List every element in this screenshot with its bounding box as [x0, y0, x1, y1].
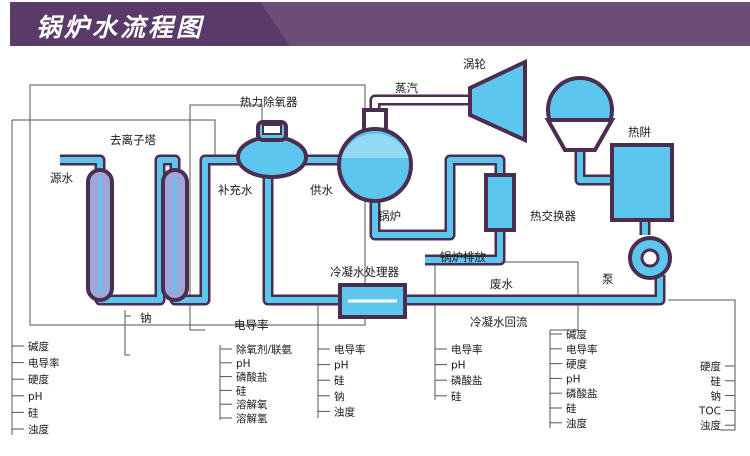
turbine-body — [468, 58, 527, 144]
pump-impeller — [640, 248, 660, 268]
turbine — [468, 58, 527, 144]
list-item-source: pH — [28, 391, 43, 403]
boiler-vessel — [337, 108, 413, 203]
list-item-source: 硅 — [28, 406, 39, 419]
boiler-water-level — [341, 133, 409, 158]
line-return — [668, 299, 736, 431]
hot-well-tank — [610, 143, 674, 222]
label-source-water: 源水 — [50, 171, 73, 185]
list-item-source: 碱度 — [28, 340, 49, 353]
label-waste-water: 废水 — [490, 277, 513, 291]
pipe-steam-outline — [369, 94, 470, 130]
list-item-blowdown: 电导率 — [451, 343, 483, 356]
label-steam: 蒸汽 — [395, 81, 418, 95]
label-blowdown: 锅炉排放 — [440, 250, 486, 264]
list-item-boiler: 碱度 — [566, 328, 587, 341]
list-item-source: 浊度 — [28, 423, 49, 436]
condenser — [544, 76, 616, 152]
pipe-exchanger-out — [425, 228, 503, 263]
list-item-return: TOC — [698, 405, 721, 417]
list-item-blowdown: pH — [451, 360, 466, 372]
list-item-deaerator: 硅 — [236, 384, 247, 397]
title-banner — [10, 2, 750, 46]
list-item-return: 硅 — [711, 375, 722, 388]
list-item-condensate-treater: 电导率 — [334, 343, 366, 356]
pipe-boiler — [372, 157, 503, 238]
list-item-deaerator: pH — [236, 358, 251, 370]
list-item-boiler: pH — [566, 373, 581, 385]
banner-background — [10, 2, 750, 46]
boiler-drum — [337, 127, 413, 203]
label-boiler: 锅炉 — [378, 209, 401, 223]
label-deaerator: 热力除氧器 — [240, 95, 298, 109]
list-item-condensate-treater: 钠 — [334, 390, 345, 403]
condensate-treater — [338, 283, 407, 319]
list-item-boiler: 磷酸盐 — [566, 387, 598, 400]
list-item-source: 硬度 — [28, 373, 49, 386]
label-hot-well: 热阱 — [628, 125, 651, 139]
pump — [628, 236, 672, 280]
list-item-return: 硬度 — [700, 360, 721, 373]
label-sodium: 钠 — [140, 311, 152, 325]
deionizer-columns — [86, 168, 189, 302]
list-item-return: 浊度 — [700, 419, 721, 432]
deaerator-cap — [262, 124, 282, 135]
label-heat-exchanger: 热交换器 — [530, 209, 576, 223]
heat-exchanger-unit — [484, 173, 516, 232]
list-item-deaerator: 溶解氧 — [236, 398, 268, 411]
banner-accent — [260, 2, 750, 46]
label-deionizer: 去离子塔 — [110, 133, 156, 147]
list-item-return: 钠 — [711, 390, 722, 403]
deaerator — [236, 120, 308, 179]
list-item-blowdown: 磷酸盐 — [451, 374, 483, 387]
pipe-makeup — [265, 175, 663, 303]
list-item-condensate-treater: pH — [334, 360, 349, 372]
label-feed-water: 供水 — [310, 183, 333, 197]
parameter-lists: 碱度电导率硬度pH硅浊度除氧剂/联氨pH磷酸盐硅溶解氧溶解氢电导率pH硅钠浊度电… — [12, 328, 735, 436]
list-item-deaerator: 除氧剂/联氨 — [236, 343, 293, 356]
list-item-deaerator: 磷酸盐 — [236, 371, 268, 384]
list-item-condensate-treater: 浊度 — [334, 405, 355, 418]
component-labels: 源水 去离子塔 热力除氧器 补充水 供水 蒸汽 涡轮 热阱 锅炉 热交换器 锅炉… — [50, 57, 651, 332]
list-item-boiler: 硬度 — [566, 358, 587, 371]
label-turbine: 涡轮 — [463, 57, 486, 71]
list-item-condensate-treater: 硅 — [334, 374, 345, 387]
label-condensate-treater: 冷凝水处理器 — [330, 265, 399, 279]
condenser-base — [544, 118, 616, 152]
line-source-top — [12, 119, 216, 160]
deaerator-tank — [236, 135, 308, 179]
list-item-boiler: 浊度 — [566, 417, 587, 430]
list-item-boiler: 电导率 — [566, 343, 598, 356]
line-sodium — [124, 310, 130, 356]
list-item-source: 电导率 — [28, 357, 60, 370]
label-condensate-return: 冷凝水回流 — [470, 315, 528, 329]
list-item-boiler: 硅 — [566, 402, 577, 415]
list-item-blowdown: 硅 — [451, 390, 462, 403]
label-pump: 泵 — [602, 272, 614, 286]
label-conductivity: 电导率 — [234, 318, 269, 332]
label-makeup-water: 补充水 — [218, 183, 253, 197]
list-item-deaerator: 溶解氢 — [236, 412, 268, 425]
diagram-title: 锅炉水流程图 — [36, 13, 205, 42]
line-source-list — [29, 84, 366, 326]
